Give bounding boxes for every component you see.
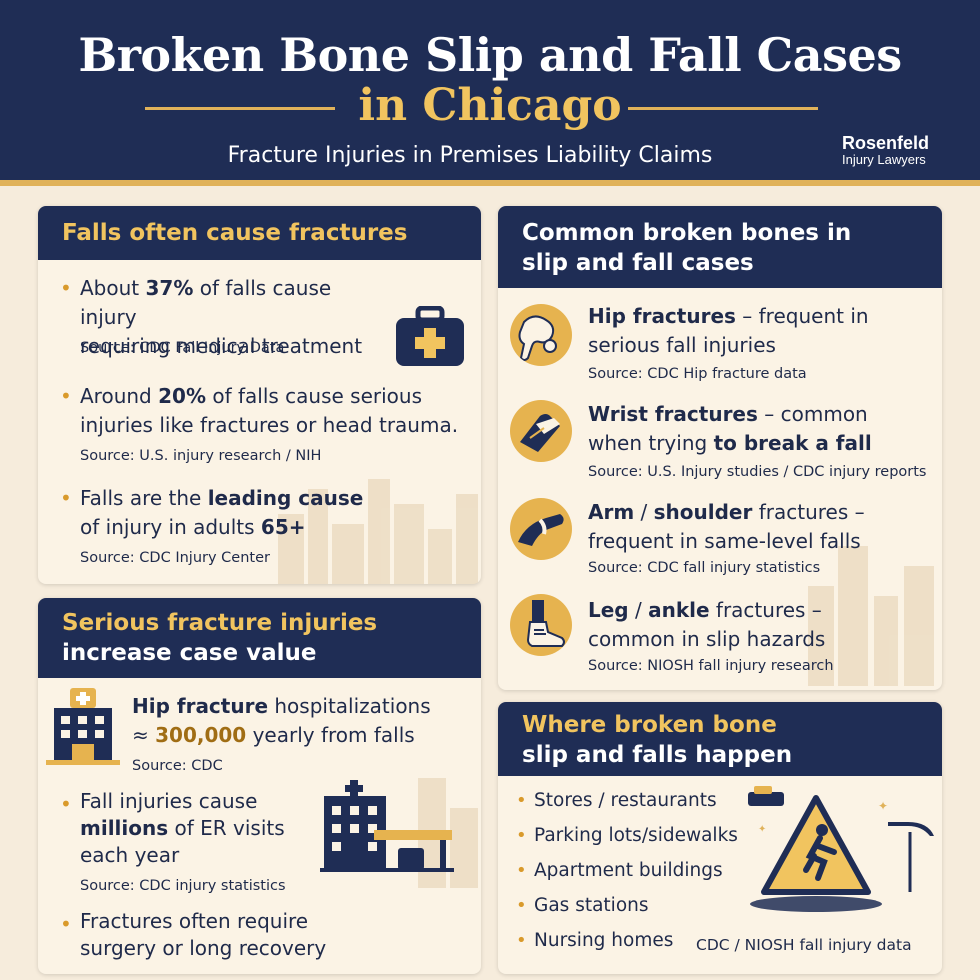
location-item: Apartment buildings xyxy=(534,860,723,881)
falls-stat-37: About 37% of falls cause injury requirin… xyxy=(80,276,363,358)
header-banner: Broken Bone Slip and Fall Cases in Chica… xyxy=(0,0,980,186)
location-item: Nursing homes xyxy=(534,930,674,951)
serious-panel: Serious fracture injuries increase case … xyxy=(38,598,481,974)
brand-logo: Rosenfeld Injury Lawyers xyxy=(842,133,972,167)
page-subtitle: Fracture Injuries in Premises Liability … xyxy=(227,143,713,168)
wrist-icon xyxy=(510,400,572,462)
bullet-dot: • xyxy=(60,384,72,408)
svg-text:✦: ✦ xyxy=(758,824,766,835)
bone-item-leg-source: Source: NIOSH fall injury research xyxy=(588,658,834,674)
svg-text:✦: ✦ xyxy=(878,799,888,813)
location-item: Parking lots/sidewalks xyxy=(534,825,738,846)
wet-floor-warning-icon: ✦ ✦ xyxy=(748,786,934,912)
brand-subtitle: Injury Lawyers xyxy=(842,152,926,167)
falls-stat-leading: Falls are the leading cause of injury in… xyxy=(80,486,364,539)
bullet-dot: • xyxy=(60,912,72,936)
falls-stat-37-source: Source: CDC Fall Injury Data xyxy=(80,340,285,356)
falls-panel-heading: Falls often cause fractures xyxy=(38,206,481,260)
city-skyline-decoration xyxy=(268,476,481,584)
bullet-dot: • xyxy=(516,790,527,811)
bullet-dot: • xyxy=(60,486,72,510)
bullet-dot: • xyxy=(516,860,527,881)
medical-kit-icon xyxy=(396,306,464,366)
bone-item-leg: Leg / ankle fractures – common in slip h… xyxy=(588,598,826,651)
falls-stat-leading-source: Source: CDC Injury Center xyxy=(80,550,270,566)
page-title-city: in Chicago xyxy=(358,80,622,131)
arm-cast-icon xyxy=(510,498,572,560)
where-source: CDC / NIOSH fall injury data xyxy=(696,936,912,954)
bone-item-hip-source: Source: CDC Hip fracture data xyxy=(588,366,807,382)
location-item: Gas stations xyxy=(534,895,649,916)
brand-name: Rosenfeld xyxy=(842,133,930,153)
bullet-dot: • xyxy=(516,930,527,951)
ankle-shoe-icon xyxy=(510,594,572,656)
bone-item-hip: Hip fractures – frequent in serious fall… xyxy=(588,304,869,357)
hip-fracture-stat: Hip fracture hospitalizations ≈ 300,000 … xyxy=(132,694,431,747)
bullet-dot: • xyxy=(60,276,72,300)
where-panel: Where broken bone slip and falls happen … xyxy=(498,702,942,974)
falls-panel: Falls often cause fractures • About 37% … xyxy=(38,206,481,584)
hospital-icon xyxy=(46,688,120,765)
bone-item-wrist: Wrist fractures – common when trying to … xyxy=(588,402,872,455)
location-item: Stores / restaurants xyxy=(534,790,717,811)
city-skyline-decoration xyxy=(798,536,942,686)
surgery-stat: Fractures often require surgery or long … xyxy=(80,909,327,960)
falls-stat-20: Around 20% of falls cause serious injuri… xyxy=(80,384,459,437)
title-divider-left xyxy=(145,107,335,110)
hip-bone-icon xyxy=(510,304,572,366)
bullet-dot: • xyxy=(60,792,72,816)
title-divider-right xyxy=(628,107,818,110)
bullet-dot: • xyxy=(516,825,527,846)
page-title: Broken Bone Slip and Fall Cases xyxy=(78,28,902,82)
bones-panel-heading: Common broken bones in slip and fall cas… xyxy=(498,206,942,288)
hospital-building-icon xyxy=(320,780,454,872)
serious-panel-heading: Serious fracture injuries increase case … xyxy=(38,598,481,678)
hip-fracture-source: Source: CDC xyxy=(132,758,223,774)
bones-panel: Common broken bones in slip and fall cas… xyxy=(498,206,942,690)
bone-item-arm-source: Source: CDC fall injury statistics xyxy=(588,560,821,576)
bone-item-wrist-source: Source: U.S. Injury studies / CDC injury… xyxy=(588,464,927,480)
falls-stat-20-source: Source: U.S. injury research / NIH xyxy=(80,448,322,464)
bone-item-arm: Arm / shoulder fractures – frequent in s… xyxy=(588,500,865,553)
where-panel-heading: Where broken bone slip and falls happen xyxy=(498,702,942,776)
bullet-dot: • xyxy=(516,895,527,916)
er-visits-source: Source: CDC injury statistics xyxy=(80,878,286,894)
er-visits-stat: Fall injuries cause millions of ER visit… xyxy=(80,789,285,867)
